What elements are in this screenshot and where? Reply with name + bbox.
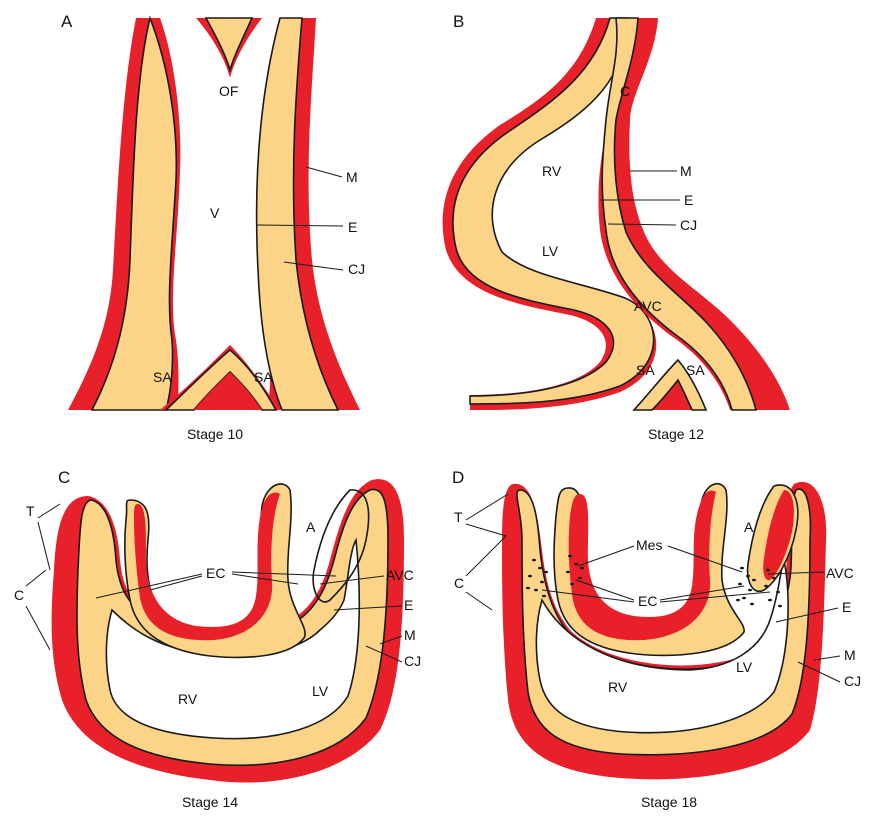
label-m: M [844, 647, 856, 663]
leader-t-2 [38, 522, 50, 570]
label-a: A [744, 519, 754, 535]
label-m: M [404, 627, 416, 643]
label-v: V [210, 205, 220, 221]
label-rv: RV [178, 691, 198, 707]
inner-loop-myocardium [569, 491, 716, 641]
stage-10-diagram: OF V M E CJ SA SA [0, 0, 430, 450]
leader-t-1 [38, 504, 60, 518]
leader-c-2 [466, 592, 492, 610]
label-avc: AVC [826, 565, 854, 581]
leader-m [306, 167, 342, 177]
label-a: A [306, 519, 316, 535]
label-sa-left: SA [153, 369, 172, 385]
label-sa-right: SA [254, 369, 273, 385]
label-cj: CJ [844, 673, 861, 689]
caption-stage-14: Stage 14 [155, 794, 265, 810]
label-c: C [620, 83, 630, 99]
label-cj: CJ [404, 653, 421, 669]
label-rv: RV [608, 679, 628, 695]
caption-stage-10: Stage 10 [160, 426, 270, 442]
label-sa-left: SA [636, 362, 655, 378]
label-ec: EC [638, 593, 657, 609]
label-avc: AVC [634, 298, 662, 314]
leader-c-2 [26, 606, 50, 650]
label-avc: AVC [386, 567, 414, 583]
leader-c-1 [466, 536, 506, 576]
caption-stage-12: Stage 12 [621, 426, 731, 442]
label-e: E [348, 219, 357, 235]
stage-12-diagram: C RV M E CJ LV AVC SA SA [430, 0, 869, 450]
label-t: T [26, 503, 35, 519]
caption-stage-18: Stage 18 [614, 794, 724, 810]
panel-b: B C RV M E CJ LV AVC SA SA Stage 12 [430, 0, 869, 450]
label-e: E [404, 597, 413, 613]
label-e: E [684, 192, 693, 208]
label-c: C [14, 587, 24, 603]
leader-t-2 [466, 524, 506, 536]
label-mes: Mes [636, 537, 662, 553]
label-c: C [454, 575, 464, 591]
leader-c-1 [26, 570, 46, 586]
label-cj: CJ [348, 261, 365, 277]
leader-ec-2 [150, 576, 202, 590]
panel-a: A OF V M E CJ SA SA Stage 10 [0, 0, 430, 450]
panel-d: D T C [430, 460, 869, 818]
label-e: E [842, 599, 851, 615]
outflow-jelly [206, 18, 252, 70]
label-t: T [454, 509, 463, 525]
label-rv: RV [542, 163, 562, 179]
label-m: M [680, 163, 692, 179]
leader-t-1 [466, 494, 508, 520]
panel-c: C T C EC A AVC E M CJ RV LV Stage 1 [0, 460, 430, 818]
label-of: OF [219, 83, 238, 99]
label-lv: LV [542, 243, 559, 259]
label-sa-right: SA [686, 362, 705, 378]
label-lv: LV [312, 683, 329, 699]
stage-18-diagram: T C Mes A AVC EC E M CJ RV LV [430, 460, 869, 818]
label-ec: EC [206, 565, 225, 581]
label-lv: LV [736, 659, 753, 675]
label-m: M [346, 169, 358, 185]
stage-14-diagram: T C EC A AVC E M CJ RV LV [0, 460, 430, 818]
label-cj: CJ [680, 217, 697, 233]
